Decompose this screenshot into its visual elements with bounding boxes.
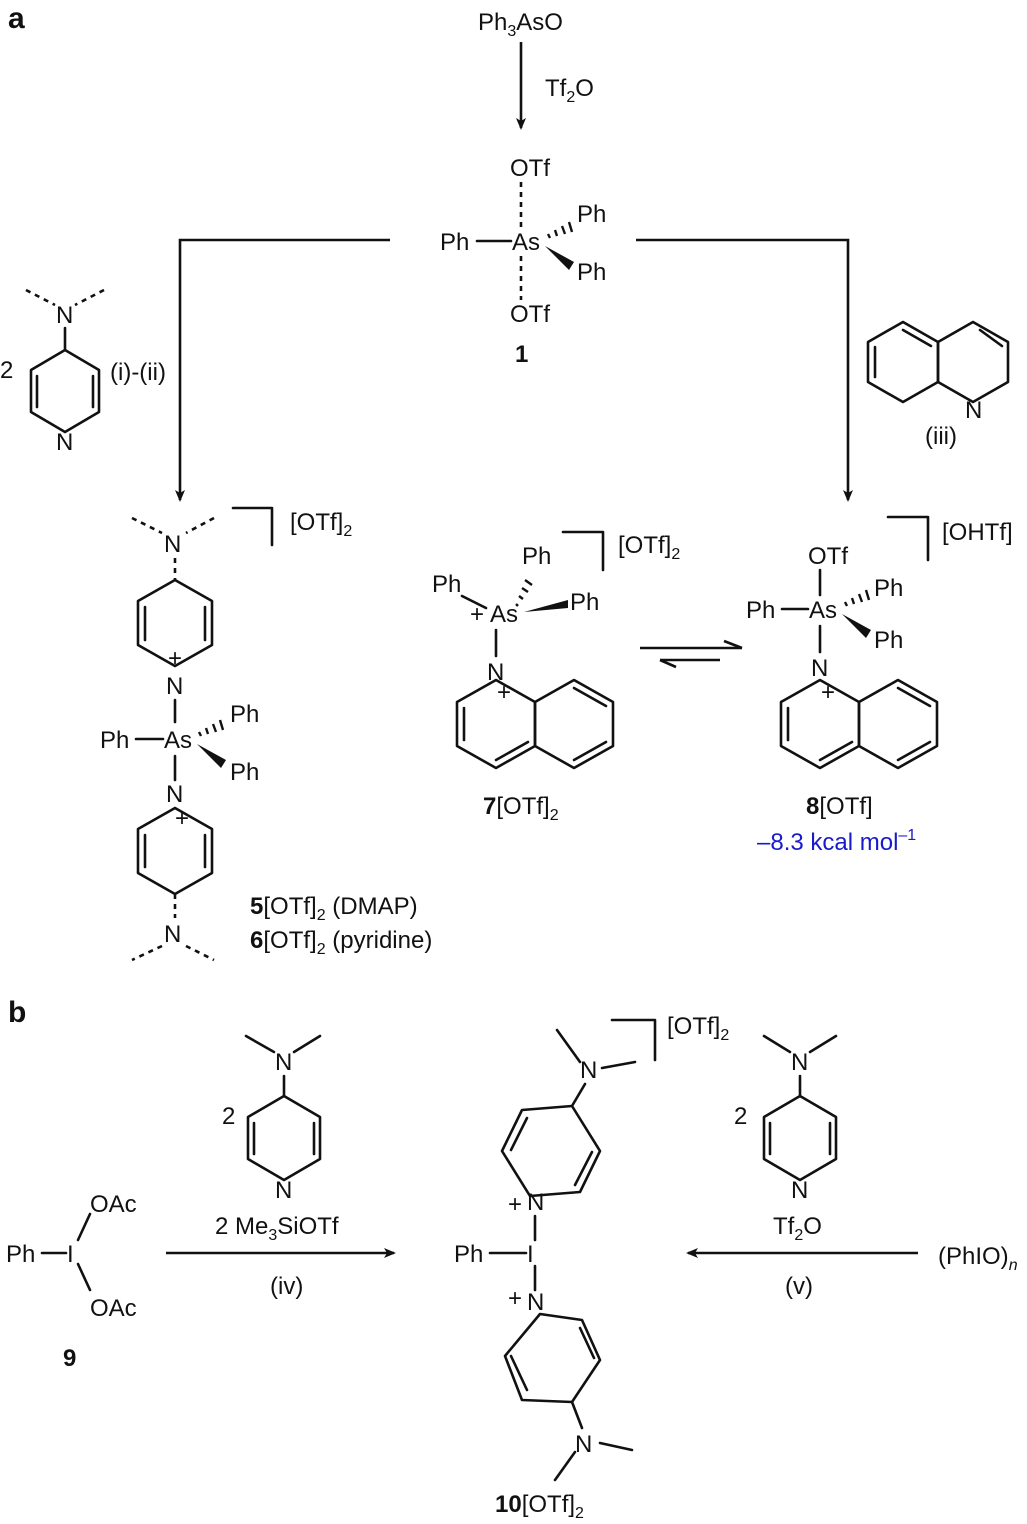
svg-text:N: N <box>487 659 504 686</box>
svg-text:N: N <box>527 1189 544 1216</box>
svg-text:N: N <box>575 1431 592 1458</box>
svg-text:Ph: Ph <box>230 701 259 728</box>
svg-text:Ph: Ph <box>230 759 259 786</box>
cond-i-ii: (i)-(ii) <box>110 359 166 386</box>
anion-8: [OHTf] <box>942 519 1013 546</box>
as-atom-7: As <box>490 601 518 628</box>
svg-text:Ph: Ph <box>577 201 606 228</box>
reagent-tf2o-b: Tf2O <box>773 1213 822 1244</box>
energy-label: –8.3 kcal mol–1 <box>757 827 916 856</box>
svg-text:OAc: OAc <box>90 1295 137 1322</box>
otf-top-label: OTf <box>510 155 550 182</box>
svg-text:2: 2 <box>0 357 13 384</box>
compound-1-structure: OTf Ph As Ph Ph OTf 1 <box>440 155 606 368</box>
compound-1-label: 1 <box>515 341 528 368</box>
start-ph3aso: Ph3AsO <box>478 9 563 40</box>
svg-text:N: N <box>965 397 982 424</box>
svg-text:Ph: Ph <box>874 627 903 654</box>
svg-text:N: N <box>166 673 183 700</box>
compound-8-label: 8[OTf] <box>806 793 873 820</box>
compound-10-structure: N [OTf]2 + N Ph I + N N 10[OTf]2 <box>454 1013 729 1522</box>
svg-text:OTf: OTf <box>808 543 848 570</box>
svg-text:2: 2 <box>222 1103 235 1130</box>
cond-iv: (iv) <box>270 1273 303 1300</box>
svg-text:Ph: Ph <box>522 543 551 570</box>
svg-text:N: N <box>811 655 828 682</box>
compound-8-structure: [OHTf] OTf Ph As Ph Ph N + 8[OTf] –8.3 k… <box>746 515 1013 856</box>
otf-bottom-label: OTf <box>510 301 550 328</box>
panel-a-label: a <box>8 2 25 35</box>
svg-text:Ph: Ph <box>874 575 903 602</box>
compound-5-label: 5[OTf]2 (DMAP) <box>250 893 418 924</box>
reagent-tf2o: Tf2O <box>545 75 594 106</box>
svg-text:+: + <box>168 645 182 672</box>
compound-9-structure: Ph I OAc OAc 9 <box>6 1191 137 1372</box>
svg-text:N: N <box>791 1177 808 1204</box>
svg-text:N: N <box>56 302 73 329</box>
quinoline-reagent: N (iii) <box>866 320 1010 450</box>
svg-text:N: N <box>56 429 73 456</box>
compound-9-label: 9 <box>63 1345 76 1372</box>
arrow-right-branch <box>636 238 853 502</box>
cond-iii: (iii) <box>925 423 957 450</box>
svg-text:Ph: Ph <box>100 727 129 754</box>
svg-text:N: N <box>164 921 181 948</box>
compound-10-label: 10[OTf]2 <box>495 1491 584 1522</box>
svg-text:+: + <box>470 601 484 628</box>
svg-text:+: + <box>175 805 189 832</box>
equilibrium-arrows <box>640 639 743 669</box>
svg-text:N: N <box>580 1057 597 1084</box>
compound-7-structure: [OTf]2 Ph Ph + As Ph N + 7[OTf]2 <box>432 530 680 824</box>
as-atom-1: As <box>512 229 540 256</box>
as-atom-5: As <box>164 727 192 754</box>
svg-text:N: N <box>166 781 183 808</box>
svg-text:N: N <box>275 1049 292 1076</box>
svg-text:N: N <box>527 1289 544 1316</box>
svg-text:Ph: Ph <box>432 571 461 598</box>
cond-v: (v) <box>785 1273 813 1300</box>
dmap-reagent: 2 N N (i)-(ii) <box>0 288 166 456</box>
svg-text:+: + <box>508 1285 522 1312</box>
svg-text:N: N <box>791 1049 808 1076</box>
svg-text:Ph: Ph <box>454 1241 483 1268</box>
as-atom-8: As <box>809 597 837 624</box>
dmap-reagent-b-left: 2 N N <box>222 1034 322 1204</box>
svg-text:N: N <box>164 531 181 558</box>
compound-7-label: 7[OTf]2 <box>483 793 559 824</box>
phio-n: (PhIO)n <box>938 1243 1018 1274</box>
svg-text:Ph: Ph <box>570 589 599 616</box>
anion-7: [OTf]2 <box>618 532 680 563</box>
anion-5: [OTf]2 <box>290 509 352 540</box>
anion-10: [OTf]2 <box>667 1013 729 1044</box>
svg-text:+: + <box>508 1191 522 1218</box>
compound-5-6-structure: N [OTf]2 + N Ph As Ph Ph N + N 5[OTf]2 (… <box>100 506 432 962</box>
svg-text:I: I <box>67 1241 74 1268</box>
compound-6-label: 6[OTf]2 (pyridine) <box>250 927 432 958</box>
reagent-me3siotf: 2 Me3SiOTf <box>215 1213 339 1244</box>
svg-text:Ph: Ph <box>6 1241 35 1268</box>
svg-text:N: N <box>275 1177 292 1204</box>
svg-text:Ph: Ph <box>577 259 606 286</box>
svg-text:2: 2 <box>734 1103 747 1130</box>
svg-text:I: I <box>527 1241 534 1268</box>
dmap-reagent-b-right: 2 N N <box>734 1034 838 1204</box>
svg-text:OAc: OAc <box>90 1191 137 1218</box>
svg-text:Ph: Ph <box>746 597 775 624</box>
svg-text:Ph: Ph <box>440 229 469 256</box>
panel-b-label: b <box>8 996 26 1029</box>
arrow-left-branch <box>175 238 390 502</box>
